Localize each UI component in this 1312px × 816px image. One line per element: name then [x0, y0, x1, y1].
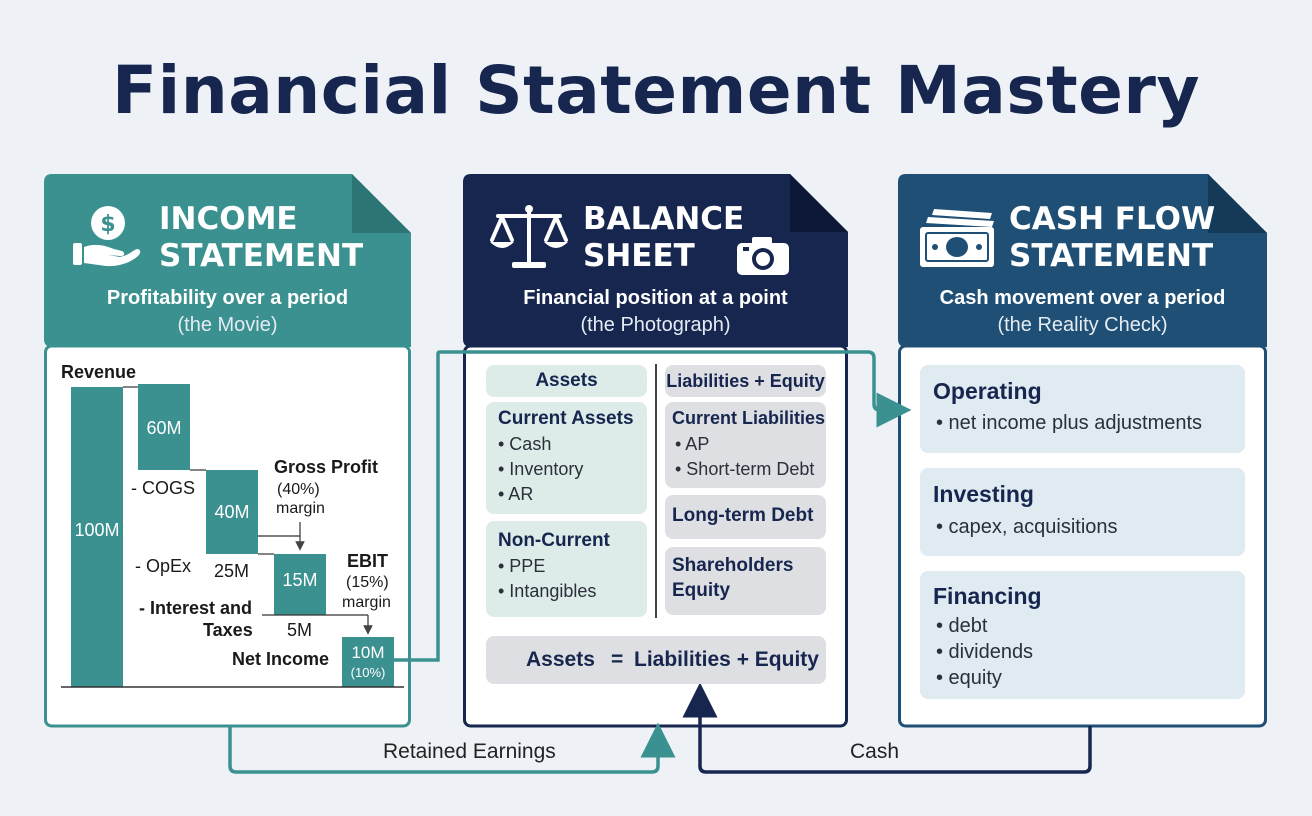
ebit-value: 15M — [282, 570, 318, 590]
balance-divider — [655, 364, 657, 618]
non-current-assets-box: Non-Current • PPE • Intangibles — [486, 521, 647, 617]
non-current-item: • PPE — [498, 556, 546, 576]
opex-value: 25M — [214, 561, 250, 581]
current-liabilities-item: • Short-term Debt — [675, 459, 815, 479]
income-title-line1: INCOME — [159, 201, 298, 237]
investing-title: Investing — [933, 481, 1034, 507]
net-margin: (10%) — [350, 665, 386, 680]
long-term-debt-box: Long-term Debt — [665, 495, 826, 539]
liabilities-equity-header-text: Liabilities + Equity — [666, 371, 825, 391]
long-term-debt-title: Long-term Debt — [672, 505, 814, 526]
investing-box: Investing • capex, acquisitions — [920, 468, 1245, 556]
cashflow-subtitle-2: (the Reality Check) — [997, 314, 1168, 336]
ebit-label: EBIT — [347, 551, 389, 571]
balance-subtitle: Financial position at a point — [523, 287, 788, 309]
equity-title-line1: Shareholders — [672, 555, 794, 576]
page-title: Financial Statement Mastery — [112, 52, 1200, 129]
cashflow-title-line1: CASH FLOW — [1009, 201, 1216, 237]
assets-header: Assets — [486, 365, 647, 397]
investing-item: • capex, acquisitions — [936, 516, 1118, 538]
interest-value: 5M — [287, 620, 313, 640]
net-income-label: Net Income — [232, 649, 330, 669]
current-assets-item: • AR — [498, 484, 534, 504]
financing-item: • dividends — [936, 641, 1034, 663]
accounting-equation: Assets = Liabilities + Equity — [486, 636, 826, 684]
non-current-title: Non-Current — [498, 530, 610, 551]
gross-profit-label: Gross Profit — [274, 457, 379, 477]
ebit-margin: (15%) — [346, 574, 389, 591]
cashflow-title: CASH FLOW STATEMENT — [1009, 201, 1215, 275]
balance-title-line2: SHEET — [583, 238, 695, 274]
income-title-line2: STATEMENT — [159, 238, 364, 274]
ebit-margin-word: margin — [342, 594, 391, 611]
cashflow-title-line2: STATEMENT — [1009, 238, 1214, 274]
equation-liabilities-equity: Liabilities + Equity — [634, 648, 819, 671]
ebit-bar — [274, 554, 326, 615]
current-liabilities-title: Current Liabilities — [672, 408, 826, 428]
financing-title: Financing — [933, 583, 1042, 609]
equation-assets: Assets — [526, 648, 595, 671]
current-assets-title: Current Assets — [498, 408, 634, 429]
cashflow-card-fold — [1208, 174, 1267, 233]
financing-item: • debt — [936, 615, 988, 637]
equity-title-line2: Equity — [672, 580, 731, 601]
revenue-label: Revenue — [61, 362, 137, 382]
gross-profit-bar — [206, 470, 258, 554]
income-subtitle-2: (the Movie) — [177, 314, 278, 336]
cash-label: Cash — [850, 740, 900, 763]
cogs-value: 60M — [146, 418, 182, 438]
income-card-header — [44, 174, 411, 347]
interest-label-1: - Interest and — [139, 598, 253, 618]
net-income-bar — [342, 637, 394, 687]
current-assets-item: • Inventory — [498, 459, 584, 479]
balance-subtitle-2: (the Photograph) — [580, 314, 731, 336]
interest-label-2: Taxes — [203, 620, 253, 640]
revenue-value: 100M — [74, 520, 120, 540]
cogs-label: - COGS — [131, 478, 196, 498]
equation-equals: = — [611, 648, 624, 671]
gross-profit-value: 40M — [214, 502, 250, 522]
shareholders-equity-box: Shareholders Equity — [665, 547, 826, 615]
operating-box: Operating • net income plus adjustments — [920, 365, 1245, 453]
income-title: INCOME STATEMENT — [159, 201, 363, 275]
scale-icon — [490, 205, 568, 268]
income-card-fold — [352, 174, 411, 233]
current-assets-box: Current Assets • Cash • Inventory • AR — [486, 402, 647, 514]
cashflow-subtitle: Cash movement over a period — [939, 287, 1226, 309]
balance-card-fold — [790, 174, 848, 232]
operating-title: Operating — [933, 378, 1042, 404]
operating-item: • net income plus adjustments — [936, 412, 1203, 434]
revenue-bar — [71, 387, 123, 687]
net-income-value: 10M — [351, 643, 385, 662]
non-current-item: • Intangibles — [498, 581, 597, 601]
income-subtitle: Profitability over a period — [106, 287, 349, 309]
current-liabilities-box: Current Liabilities • AP • Short-term De… — [665, 402, 826, 488]
current-assets-item: • Cash — [498, 434, 552, 454]
current-liabilities-item: • AP — [675, 434, 710, 454]
opex-label: - OpEx — [135, 556, 192, 576]
cogs-bar — [138, 384, 190, 470]
balance-title: BALANCE SHEET — [583, 201, 744, 275]
cash-bills-icon — [920, 209, 994, 267]
retained-earnings-label: Retained Earnings — [383, 740, 556, 763]
financing-box: Financing • debt • dividends • equity — [920, 571, 1245, 699]
balance-title-line1: BALANCE — [583, 201, 745, 237]
financing-item: • equity — [936, 667, 1002, 689]
camera-icon — [737, 237, 789, 275]
liabilities-equity-header: Liabilities + Equity — [665, 365, 826, 397]
assets-header-text: Assets — [535, 370, 598, 391]
svg-text:$: $ — [100, 212, 115, 237]
gross-margin: (40%) — [277, 481, 320, 498]
money-hand-icon: $ — [73, 206, 141, 267]
gross-margin-word: margin — [276, 500, 325, 517]
